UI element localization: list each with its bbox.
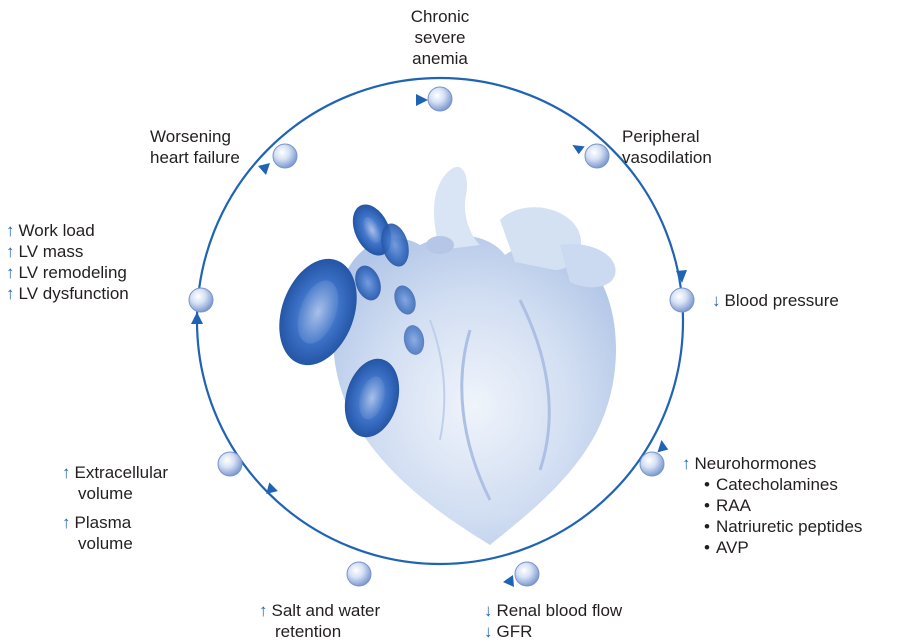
down-arrow-icon: ↓: [484, 601, 493, 620]
salt-water-line-2: retention: [259, 621, 380, 642]
neurohormone-item: • Catecholamines: [682, 474, 862, 495]
node-renal: [515, 562, 539, 586]
node-salt-water: [347, 562, 371, 586]
lv-dysfunction-text: LV dysfunction: [19, 284, 129, 303]
up-arrow-icon: ↑: [6, 221, 15, 240]
up-arrow-icon: ↑: [682, 454, 691, 473]
bullet-icon: •: [704, 517, 710, 536]
arrowhead-5: [503, 575, 514, 587]
neurohormone-catecholamines: Catecholamines: [716, 475, 838, 494]
lv-item: ↑LV remodeling: [6, 262, 129, 283]
chronic-anemia-line-3: anemia: [380, 48, 500, 69]
node-lv: [189, 288, 213, 312]
node-volume: [218, 452, 242, 476]
up-arrow-icon: ↑: [259, 601, 268, 620]
neurohormone-item: • Natriuretic peptides: [682, 516, 862, 537]
bullet-icon: •: [704, 475, 710, 494]
lv-item: ↑LV mass: [6, 241, 129, 262]
down-arrow-icon: ↓: [484, 622, 493, 641]
neurohormone-item: • AVP: [682, 537, 862, 558]
arrowhead-4: [656, 440, 668, 453]
bullet-icon: •: [704, 538, 710, 557]
node-heart-failure: [273, 144, 297, 168]
up-arrow-icon: ↑: [6, 284, 15, 303]
label-neurohormones: ↑Neurohormones • Catecholamines • RAA • Nat…: [682, 453, 862, 558]
gfr-text: GFR: [497, 622, 533, 641]
arrowhead-7: [191, 312, 203, 324]
salt-water-line-1: Salt and water: [272, 601, 381, 620]
label-salt-water: ↑Salt and water retention: [259, 600, 380, 642]
work-load-text: Work load: [19, 221, 95, 240]
label-extracellular-volume: ↑Extracellular volume: [62, 462, 168, 504]
extracellular-line-1: Extracellular: [75, 463, 169, 482]
neurohormones-text: Neurohormones: [695, 454, 817, 473]
arrowhead-3: [676, 270, 687, 283]
node-peripheral-vasodilation: [585, 144, 609, 168]
heart-failure-line-2: heart failure: [150, 147, 240, 168]
up-arrow-icon: ↑: [62, 463, 71, 482]
peripheral-vasodilation-line-2: vasodilation: [622, 147, 712, 168]
lv-item: ↑Work load: [6, 220, 129, 241]
label-lv-effects: ↑Work load ↑LV mass ↑LV remodeling ↑LV d…: [6, 220, 129, 304]
plasma-line-1: Plasma: [75, 513, 132, 532]
neurohormone-avp: AVP: [716, 538, 749, 557]
label-peripheral-vasodilation: Peripheral vasodilation: [622, 126, 712, 168]
arrowhead-1: [416, 94, 428, 106]
label-chronic-anemia: Chronic severe anemia: [380, 6, 500, 69]
label-renal: ↓Renal blood flow ↓GFR: [484, 600, 622, 642]
chronic-anemia-line-1: Chronic: [380, 6, 500, 27]
down-arrow-icon: ↓: [712, 291, 721, 310]
arrowhead-2: [572, 143, 585, 155]
extracellular-line-2: volume: [62, 483, 168, 504]
node-chronic-anemia: [428, 87, 452, 111]
up-arrow-icon: ↑: [6, 242, 15, 261]
peripheral-vasodilation-line-1: Peripheral: [622, 126, 712, 147]
up-arrow-icon: ↑: [62, 513, 71, 532]
neurohormone-natriuretic-peptides: Natriuretic peptides: [716, 517, 862, 536]
blood-pressure-text: Blood pressure: [725, 291, 839, 310]
node-neurohormones: [640, 452, 664, 476]
neurohormone-raa: RAA: [716, 496, 751, 515]
up-arrow-icon: ↑: [6, 263, 15, 282]
arrowhead-8: [258, 163, 270, 175]
lv-remodeling-text: LV remodeling: [19, 263, 127, 282]
plasma-line-2: volume: [62, 533, 133, 554]
lv-item: ↑LV dysfunction: [6, 283, 129, 304]
heart-failure-line-1: Worsening: [150, 126, 240, 147]
label-plasma-volume: ↑Plasma volume: [62, 512, 133, 554]
neurohormone-item: • RAA: [682, 495, 862, 516]
bullet-icon: •: [704, 496, 710, 515]
renal-blood-flow-text: Renal blood flow: [497, 601, 623, 620]
lv-mass-text: LV mass: [19, 242, 84, 261]
label-heart-failure: Worsening heart failure: [150, 126, 240, 168]
label-blood-pressure: ↓Blood pressure: [712, 290, 839, 311]
chronic-anemia-line-2: severe: [380, 27, 500, 48]
node-blood-pressure: [670, 288, 694, 312]
